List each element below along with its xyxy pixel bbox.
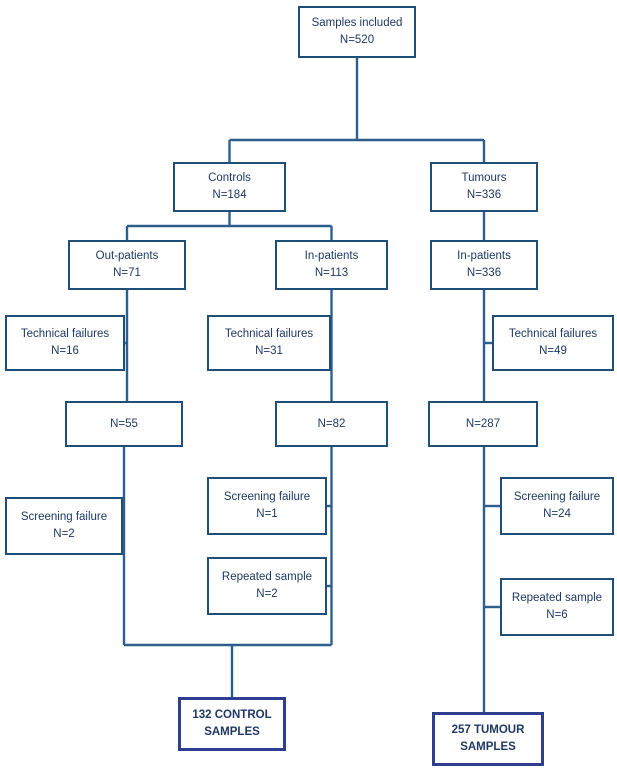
node-value: N=16 [51,345,79,357]
node-value: SAMPLES [204,726,260,738]
node-label: Out-patients [95,250,159,263]
node-label: Technical failures [508,328,598,341]
node-value: N=49 [539,345,567,357]
node-value: N=336 [466,189,502,201]
node-tumours-remaining: N=287 [428,401,538,447]
node-value: N=82 [317,417,346,430]
node-label: Repeated sample [511,592,603,605]
node-label: Screening failure [223,491,311,504]
node-controls: Controls N=184 [173,162,286,212]
node-value: N=520 [339,34,375,46]
node-screening-failure-tumours: Screening failure N=24 [500,477,614,535]
node-technical-failures-out-patients: Technical failures N=16 [5,315,125,371]
node-repeated-sample-in-patients: Repeated sample N=2 [207,557,327,615]
node-label: Screening failure [20,511,108,524]
node-value: N=55 [110,417,138,430]
node-samples-included: Samples included N=520 [298,6,416,58]
node-value: N=287 [465,417,501,430]
node-label: Screening failure [513,491,601,504]
node-value: N=113 [314,267,349,279]
node-label: Repeated sample [221,571,313,584]
node-value: N=2 [53,528,75,540]
node-label: Technical failures [20,328,110,341]
node-tumours: Tumours N=336 [430,162,538,212]
node-value: N=71 [113,267,141,279]
node-label: In-patients [457,250,511,263]
node-repeated-sample-tumours: Repeated sample N=6 [500,578,614,636]
node-label: Controls [208,172,251,185]
node-label: Technical failures [224,328,314,341]
node-tumour-samples-total: 257 TUMOUR SAMPLES [432,712,544,766]
node-label: Tumours [461,172,507,185]
node-out-patients-remaining: N=55 [65,401,183,447]
node-in-patients-tumours: In-patients N=336 [430,240,538,290]
node-out-patients: Out-patients N=71 [68,240,186,290]
node-value: N=6 [546,609,568,621]
node-technical-failures-tumours: Technical failures N=49 [492,315,614,371]
node-label: Samples included [311,17,403,30]
node-control-samples-total: 132 CONTROL SAMPLES [178,697,286,751]
node-value: N=1 [256,508,278,520]
node-value: N=184 [212,189,247,201]
node-in-patients-controls: In-patients N=113 [275,240,388,290]
node-value: N=31 [255,345,283,357]
node-label: In-patients [304,250,359,263]
node-value: N=2 [256,588,278,600]
node-in-patients-remaining: N=82 [275,401,388,447]
node-label: 257 TUMOUR [451,724,525,737]
node-screening-failure-in-patients: Screening failure N=1 [207,477,327,535]
node-technical-failures-in-patients: Technical failures N=31 [207,315,331,371]
node-value: N=24 [543,508,571,520]
node-screening-failure-out-patients: Screening failure N=2 [5,497,123,555]
node-label: 132 CONTROL [192,709,272,722]
node-value: SAMPLES [460,741,516,753]
node-value: N=336 [466,267,502,279]
